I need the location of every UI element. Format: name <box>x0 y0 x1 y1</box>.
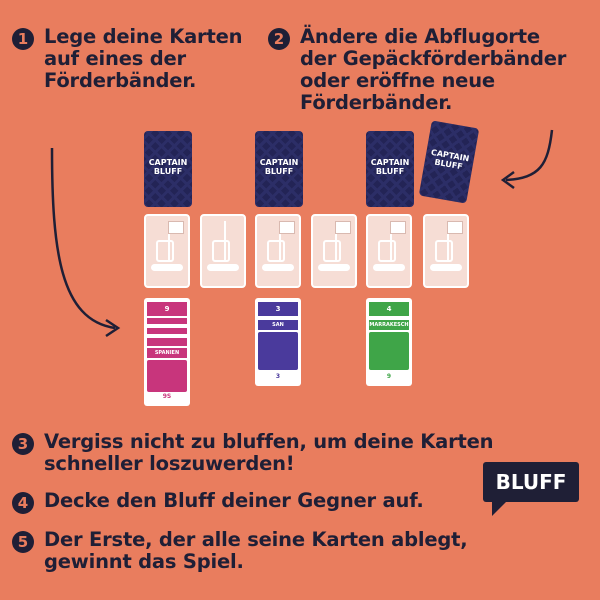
step-number-2: 2 <box>268 28 290 50</box>
suitcase-icon <box>435 240 453 262</box>
arrow-left-head-icon <box>105 318 121 338</box>
card-back-1[interactable]: CAPTAIN BLUFF <box>144 131 192 207</box>
card-number: 4 <box>369 302 409 316</box>
step-text-4: Decke den Bluff deiner Gegner auf. <box>44 489 424 512</box>
bluff-speech-bubble: BLUFF <box>483 462 579 502</box>
suitcase-icon <box>156 240 174 262</box>
card-back-logo: CAPTAIN BLUFF <box>370 158 410 176</box>
conveyor-belt-card-2[interactable] <box>200 214 246 288</box>
card-destination: SPANIEN <box>147 348 187 358</box>
arrow-right-head-icon <box>500 170 515 190</box>
conveyor-belt-card-3[interactable] <box>255 214 301 288</box>
step-text-3: Vergiss nicht zu bluffen, um deine Karte… <box>44 430 494 475</box>
step-1: 1 Lege deine Karten auf eines der Förder… <box>12 25 243 92</box>
card-back-3[interactable]: CAPTAIN BLUFF <box>366 131 414 207</box>
suitcase-icon <box>267 240 285 262</box>
step-text-1: Lege deine Karten auf eines der Förderbä… <box>44 25 243 92</box>
conveyor-belt-card-6[interactable] <box>423 214 469 288</box>
face-card-green[interactable]: 4 MARRAKESCH 9 <box>366 298 412 386</box>
card-number: 9 <box>147 302 187 316</box>
arrow-left-icon <box>50 147 116 330</box>
speech-bubble-tail <box>492 500 508 516</box>
card-foot: 9S <box>162 393 172 400</box>
face-card-pink[interactable]: 9 SPANIEN 9S <box>144 298 190 406</box>
step-5: 5 Der Erste, der alle seine Karten ableg… <box>12 528 468 573</box>
conveyor-belt-card-1[interactable] <box>144 214 190 288</box>
suitcase-art-icon <box>147 360 187 392</box>
step-text-5: Der Erste, der alle seine Karten ablegt,… <box>44 528 468 573</box>
arrow-right-icon <box>505 129 554 182</box>
bag-art-icon <box>369 332 409 370</box>
step-2: 2 Ändere die Abflugorte der Gepäckförder… <box>268 26 566 114</box>
step-number-4: 4 <box>12 492 34 514</box>
step-4: 4 Decke den Bluff deiner Gegner auf. <box>12 490 424 514</box>
card-foot: 9 <box>386 373 392 380</box>
card-back-2[interactable]: CAPTAIN BLUFF <box>255 131 303 207</box>
step-text-2: Ändere die Abflugorte der Gepäckförderbä… <box>300 25 567 114</box>
card-destination: MARRAKESCH <box>369 320 409 330</box>
step-number-3: 3 <box>12 433 34 455</box>
card-back-logo: CAPTAIN BLUFF <box>259 158 299 176</box>
conveyor-belt-card-5[interactable] <box>366 214 412 288</box>
card-destination: SAN FRANCISCO <box>258 320 298 338</box>
conveyor-belt-card-4[interactable] <box>311 214 357 288</box>
face-card-purple[interactable]: 3 SAN FRANCISCO 3 <box>255 298 301 386</box>
step-number-5: 5 <box>12 531 34 553</box>
suitcase-icon <box>212 240 230 262</box>
card-number: 3 <box>258 302 298 316</box>
card-back-logo: CAPTAIN BLUFF <box>148 158 188 176</box>
step-number-1: 1 <box>12 28 34 50</box>
step-3: 3 Vergiss nicht zu bluffen, um deine Kar… <box>12 430 494 475</box>
suitcase-art-icon <box>258 332 298 370</box>
suitcase-icon <box>378 240 396 262</box>
suitcase-icon <box>323 240 341 262</box>
card-foot: 3 <box>275 373 281 380</box>
